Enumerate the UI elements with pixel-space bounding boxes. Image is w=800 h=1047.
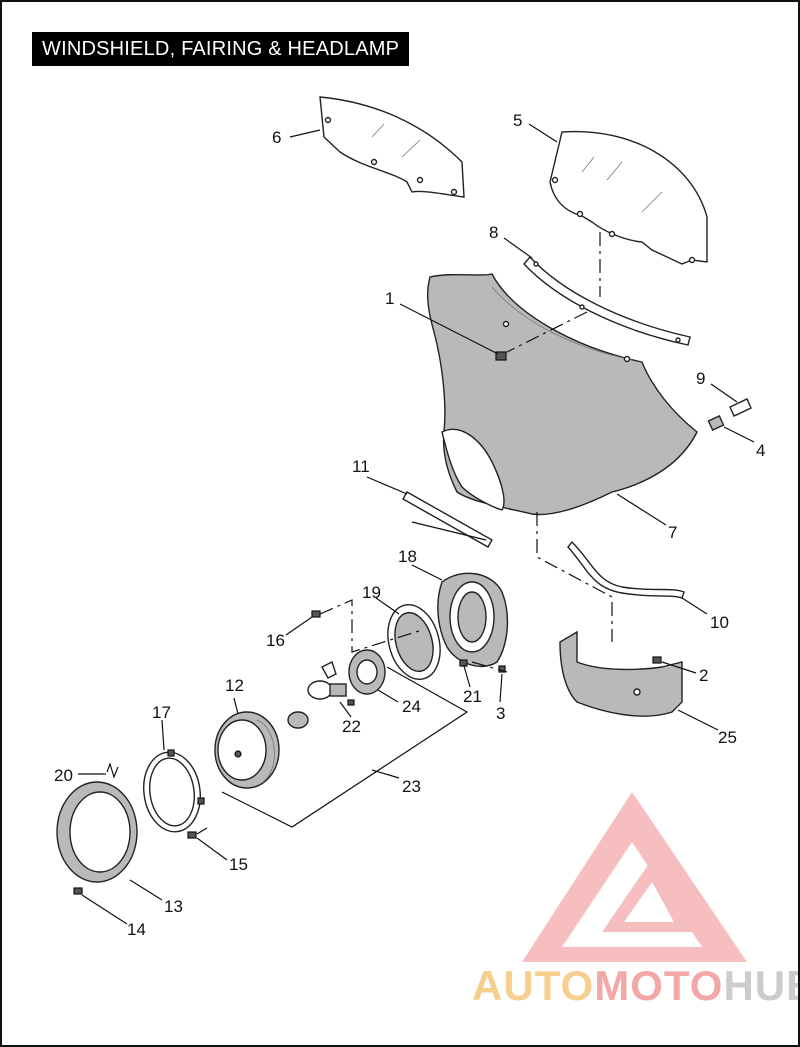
callout-3: 3 <box>496 704 505 723</box>
part-gasket-ring <box>387 604 441 680</box>
callout-9: 9 <box>696 369 705 388</box>
part-sealed-beam <box>214 711 280 789</box>
callout-23: 23 <box>402 777 421 796</box>
callout-11: 11 <box>352 457 370 476</box>
part-screw-2 <box>652 656 662 664</box>
callout-2: 2 <box>699 666 708 685</box>
callout-12: 12 <box>225 676 244 695</box>
part-screw-21 <box>459 659 468 667</box>
part-fairing-screw <box>495 351 507 361</box>
callout-10: 10 <box>710 613 729 632</box>
alignment-lines <box>196 232 613 835</box>
leader-lines <box>78 123 755 925</box>
callout-18: 18 <box>398 547 417 566</box>
callout-15: 15 <box>229 855 248 874</box>
part-windshield-small <box>319 96 465 198</box>
callout-4: 4 <box>756 441 765 460</box>
part-screw-3 <box>498 665 506 673</box>
part-screw-15 <box>187 831 197 839</box>
callout-6: 6 <box>272 128 281 147</box>
watermark-auto: AUTO <box>472 962 595 1009</box>
callout-24: 24 <box>402 697 421 716</box>
part-clip-20 <box>106 762 119 779</box>
part-screw-14 <box>73 887 83 895</box>
part-mirror-bolt <box>729 398 752 417</box>
callout-22: 22 <box>342 717 361 736</box>
callout-7: 7 <box>668 523 677 542</box>
callout-19: 19 <box>362 583 381 602</box>
part-fairing <box>426 273 698 516</box>
callout-20: 20 <box>54 766 73 785</box>
callout-25: 25 <box>718 728 737 747</box>
callout-16: 16 <box>266 631 285 650</box>
callout-17: 17 <box>152 703 171 722</box>
watermark-moto: MOTO <box>594 962 724 1009</box>
part-windshield-large <box>549 130 708 265</box>
watermark-logo <box>522 792 747 962</box>
part-trim-strip <box>523 255 691 346</box>
part-lower-bracket <box>559 630 683 717</box>
callout-21: 21 <box>463 687 482 706</box>
part-molding-strip <box>402 491 493 548</box>
watermark-hub: HUB <box>723 962 798 1009</box>
callout-14: 14 <box>127 920 146 939</box>
part-socket-housing <box>348 649 386 695</box>
part-screw-22b <box>347 699 355 706</box>
callout-5: 5 <box>513 111 522 130</box>
callout-13: 13 <box>164 897 183 916</box>
callout-8: 8 <box>489 223 498 242</box>
diagram-title: WINDSHIELD, FAIRING & HEADLAMP <box>32 32 410 66</box>
part-bulb <box>287 661 347 729</box>
part-mirror-nut <box>707 415 725 431</box>
callout-1: 1 <box>385 289 394 308</box>
part-trim-ring <box>56 781 138 883</box>
part-retaining-ring <box>143 749 205 833</box>
part-bracket-wire <box>567 540 685 599</box>
watermark-text: AUTOMOTOHUB <box>472 962 798 1010</box>
part-headlamp-bucket <box>437 572 509 667</box>
part-screw-16 <box>311 610 321 618</box>
